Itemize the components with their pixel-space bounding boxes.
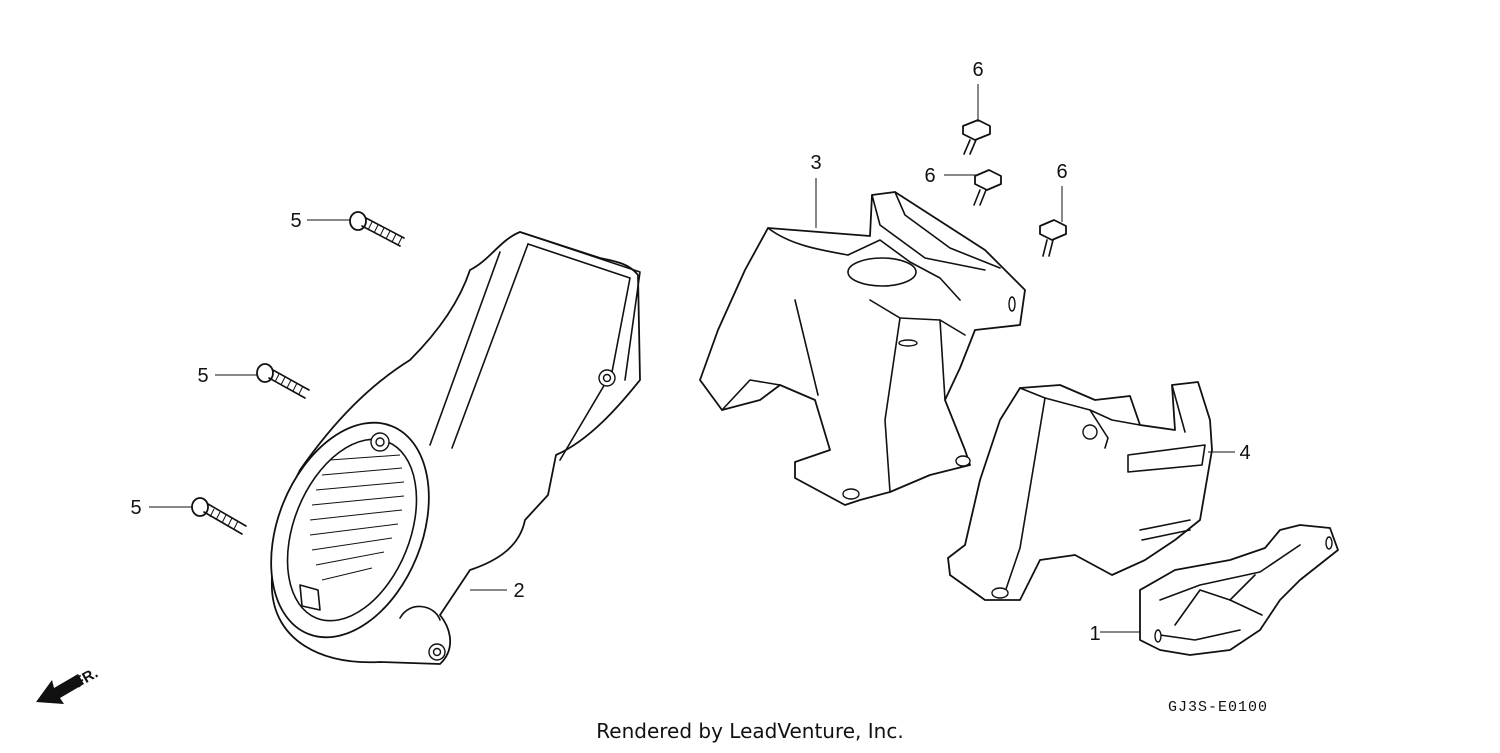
upper-cover-part[interactable] [699,191,1026,506]
callout-5-middle: 5 [197,365,208,387]
callout-5-bottom: 5 [130,497,141,519]
screw-6-middle[interactable] [973,169,1002,206]
callout-6-middle: 6 [924,165,935,187]
lower-cover-part[interactable] [947,381,1213,601]
callout-6-top: 6 [972,59,983,81]
bolt-5-top[interactable] [349,211,405,247]
leader-lines [149,84,1235,633]
fan-shroud-part[interactable] [241,231,641,665]
diagram-code: GJ3S-E0100 [1168,699,1268,716]
screw-6-top[interactable] [962,119,991,155]
render-credit: Rendered by LeadVenture, Inc. [596,719,903,743]
screw-6-right[interactable] [1039,219,1067,257]
callout-3: 3 [810,152,821,174]
callout-6-right: 6 [1056,161,1067,183]
callout-1: 1 [1089,623,1100,645]
bolt-5-middle[interactable] [256,363,310,399]
bolt-5-bottom[interactable] [191,497,247,535]
callout-2: 2 [513,580,524,602]
callout-4: 4 [1239,442,1250,464]
front-direction-arrow: FR. [36,665,101,704]
inner-duct-part[interactable] [1139,524,1339,656]
grille-louvers [309,454,405,581]
callout-5-top: 5 [290,210,301,232]
